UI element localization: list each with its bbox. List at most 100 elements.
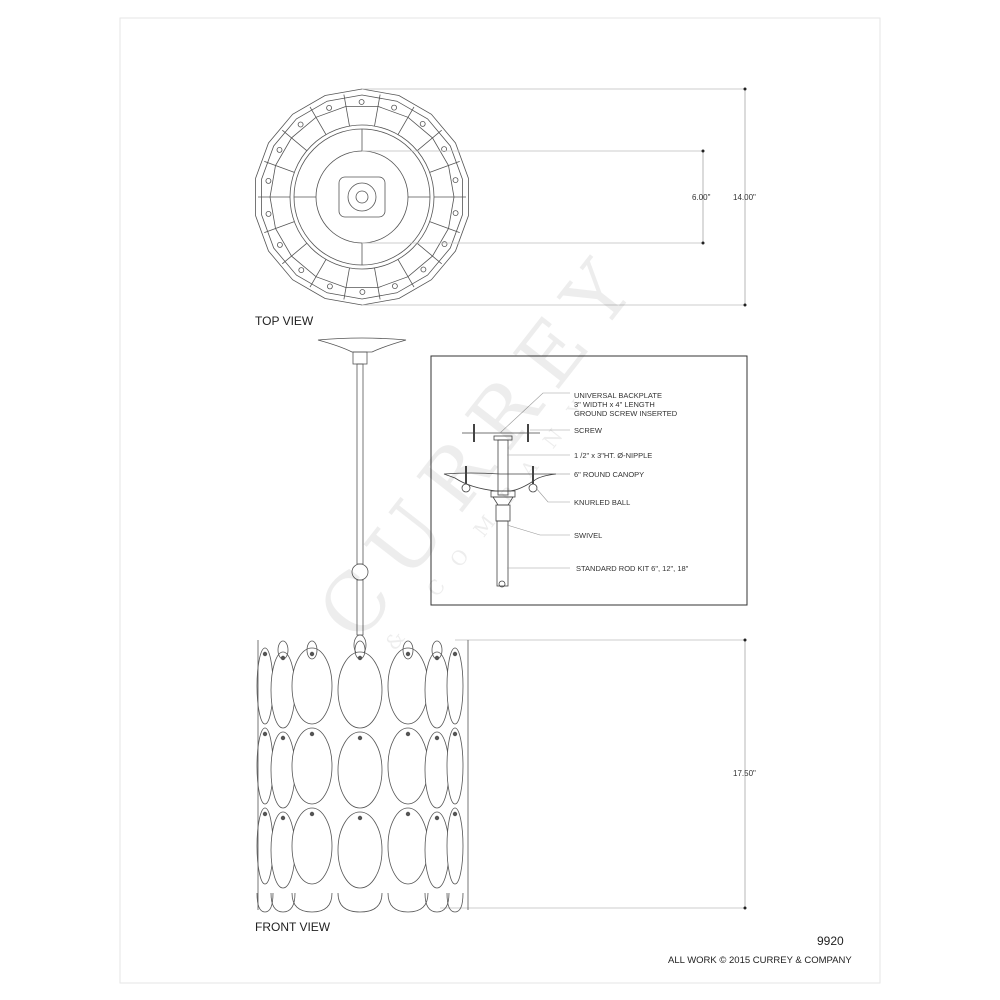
canopy (317, 337, 407, 353)
clip (358, 99, 365, 105)
callout-knurled-ball: KNURLED BALL (574, 498, 631, 507)
glass-disc (291, 807, 333, 885)
spoke (309, 259, 327, 288)
canopy-neck (352, 351, 368, 365)
spoke (374, 267, 381, 300)
clip (276, 241, 283, 248)
hanger-loop (277, 640, 289, 660)
spoke (429, 221, 460, 233)
copyright: ALL WORK © 2015 CURREY & COMPANY (668, 955, 852, 966)
spoke (397, 259, 415, 288)
glass-disc (424, 811, 450, 889)
disc-pin (405, 731, 411, 737)
clip (452, 210, 459, 217)
glass-disc (424, 651, 450, 729)
top-view-label: TOP VIEW (255, 314, 314, 328)
hanger-loop (306, 640, 318, 660)
clip (441, 241, 448, 248)
callout-screw: SCREW (574, 426, 602, 435)
clip (326, 105, 333, 111)
center-hole (355, 190, 369, 204)
disc-pin (262, 651, 268, 657)
detail-leaders (499, 392, 570, 569)
disc-pin (357, 735, 363, 741)
clip (441, 146, 448, 153)
callout-nipple: 1 /2" x 3"HT. Ø-NIPPLE (574, 451, 653, 460)
detail-inset-frame (430, 355, 748, 606)
disc-pin (405, 811, 411, 817)
disc-pin (452, 731, 458, 737)
outer-ring-inner (261, 94, 463, 300)
clip (265, 210, 272, 217)
glass-disc (291, 647, 333, 725)
disc-pin (452, 651, 458, 657)
dimension-height: 17.50" (733, 769, 756, 778)
clip (420, 266, 427, 273)
spoke (309, 106, 327, 135)
glass-disc (337, 731, 383, 809)
callout-swivel: SWIVEL (574, 531, 603, 540)
front-view-label: FRONT VIEW (255, 920, 331, 934)
bottom-disc-edge (387, 892, 429, 913)
outer-ring (255, 88, 469, 306)
disc-pin (262, 811, 268, 817)
clip (391, 283, 398, 290)
disc-pin (309, 731, 315, 737)
glass-disc (337, 651, 383, 729)
spoke (416, 242, 442, 265)
glass-disc (424, 731, 450, 809)
disc-pin (280, 735, 286, 741)
dimension-outer-diameter: 14.00" (733, 193, 756, 202)
callout-canopy: 6" ROUND CANOPY (574, 470, 645, 479)
spoke (282, 242, 308, 265)
mounting-plate (338, 176, 386, 218)
page-border (119, 17, 881, 984)
clip (391, 104, 398, 111)
spoke (397, 106, 415, 135)
bottom-disc-edge (424, 892, 450, 913)
disc-pin (262, 731, 268, 737)
item-number: 9920 (817, 934, 844, 948)
detail-inset-drawing (443, 424, 557, 588)
glass-disc (337, 811, 383, 889)
spoke (429, 161, 460, 173)
glass-disc (256, 727, 274, 805)
glass-disc (387, 727, 429, 805)
clip (297, 121, 304, 128)
plate-slot (347, 182, 377, 212)
glass-disc (387, 807, 429, 885)
hanger-loop (402, 640, 414, 660)
bottom-disc-edge (270, 892, 296, 913)
front-view-discs (256, 640, 469, 913)
callout-backplate-1: UNIVERSAL BACKPLATE (574, 391, 662, 400)
spoke (343, 94, 350, 127)
spoke (374, 94, 381, 127)
bottom-disc-edge (446, 892, 464, 913)
bottom-disc-edge (291, 892, 333, 913)
glass-disc (270, 811, 296, 889)
dimension-lines (362, 88, 746, 909)
spoke (264, 161, 295, 173)
canopy-circle (315, 150, 409, 244)
glass-disc (270, 731, 296, 809)
bottom-disc-edge (256, 892, 274, 913)
dimension-inner-diameter: 6.00" (692, 193, 711, 202)
callout-rod-kit: STANDARD ROD KIT 6", 12", 18" (576, 564, 689, 573)
clip (298, 267, 305, 274)
spoke (282, 129, 308, 152)
hanger-loop (431, 640, 443, 660)
clip (265, 177, 272, 184)
spoke (264, 221, 295, 233)
top-view-drawing (255, 88, 469, 306)
glass-disc (256, 647, 274, 725)
glass-disc (446, 807, 464, 885)
front-view-drawing (317, 337, 407, 656)
disc-pin (434, 735, 440, 741)
clip (452, 177, 459, 184)
hanger-loop (354, 640, 366, 660)
callout-backplate-3: GROUND SCREW INSERTED (574, 409, 678, 418)
glass-disc (291, 727, 333, 805)
disc-pin (309, 651, 315, 657)
disc-pin (452, 811, 458, 817)
